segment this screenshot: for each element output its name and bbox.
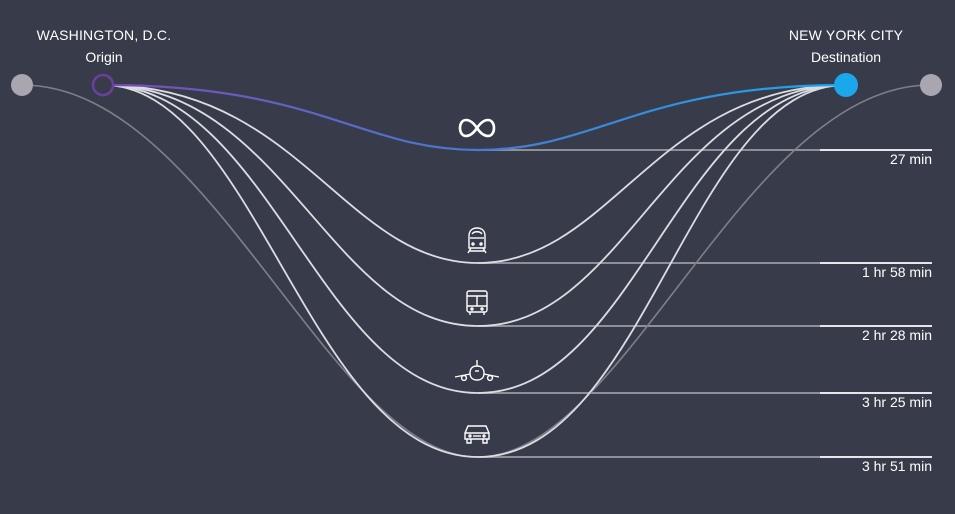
route-curve-bus <box>102 84 847 327</box>
inactive-curves <box>21 84 932 458</box>
plane-icon[interactable] <box>454 360 500 382</box>
outer-curve-left <box>21 84 479 458</box>
time-label-car: 3 hr 51 min <box>861 458 932 474</box>
destination-role: Destination <box>810 49 882 65</box>
outer-curve-right <box>477 84 932 458</box>
origin-city: WASHINGTON, D.C. <box>36 27 172 43</box>
origin-node[interactable] <box>91 73 115 97</box>
car-icon[interactable] <box>464 425 490 444</box>
time-label-hyperloop: 27 min <box>889 151 932 167</box>
infinity-icon[interactable] <box>458 118 496 138</box>
route-curve-plane <box>102 84 847 394</box>
origin-outer-node[interactable] <box>11 74 33 96</box>
route-curve-car <box>102 84 847 458</box>
route-curves <box>102 84 847 458</box>
origin-role: Origin <box>85 49 123 65</box>
destination-outer-node[interactable] <box>920 74 942 96</box>
destination-label: NEW YORK CITY Destination <box>766 24 926 68</box>
destination-node[interactable] <box>834 73 858 97</box>
time-label-plane: 3 hr 25 min <box>861 394 932 410</box>
route-curve-hyperloop <box>102 83 847 152</box>
route-curve-train <box>102 84 847 264</box>
destination-city: NEW YORK CITY <box>788 27 904 43</box>
time-label-train: 1 hr 58 min <box>861 264 932 280</box>
time-label-bus: 2 hr 28 min <box>861 327 932 343</box>
bus-icon[interactable] <box>466 290 488 315</box>
train-icon[interactable] <box>467 227 487 254</box>
time-rules <box>478 149 932 458</box>
origin-label: WASHINGTON, D.C. Origin <box>24 24 184 68</box>
